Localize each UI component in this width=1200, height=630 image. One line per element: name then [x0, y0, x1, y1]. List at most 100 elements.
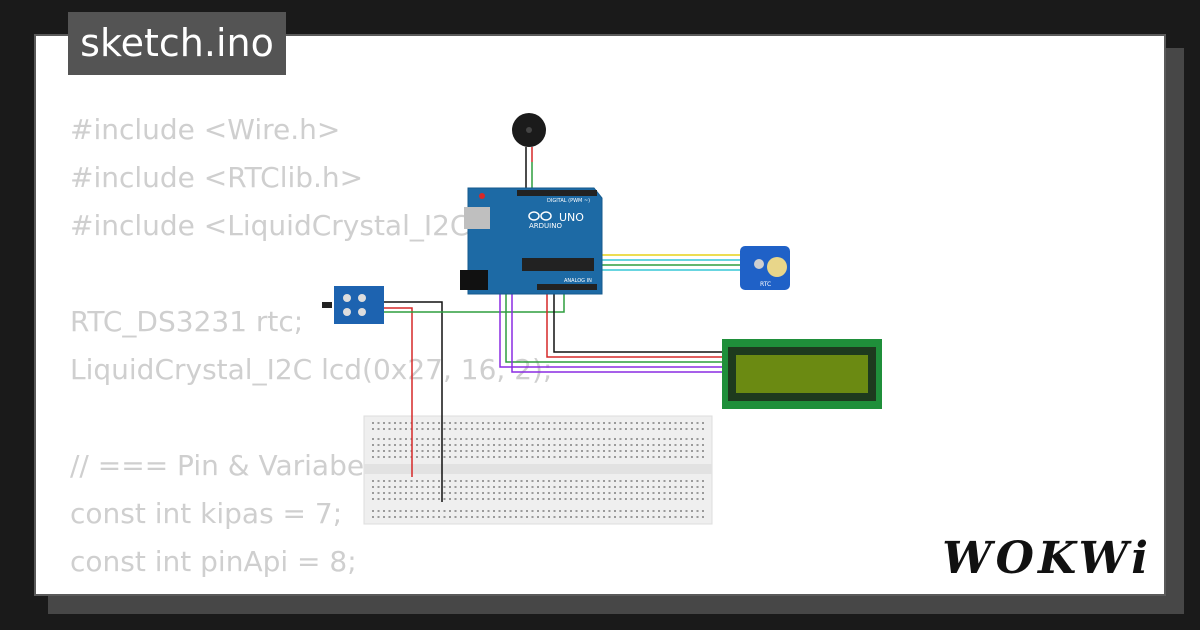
breadboard-hole [537, 492, 539, 494]
breadboard-hole [487, 422, 490, 424]
breadboard-hole [399, 480, 402, 482]
breadboard-hole [460, 486, 462, 488]
breadboard-hole [702, 456, 704, 458]
breadboard-hole [443, 428, 446, 430]
breadboard-hole [427, 492, 429, 494]
breadboard-hole [493, 438, 495, 440]
breadboard-hole [608, 444, 611, 446]
power-jack [460, 270, 488, 290]
breadboard-hole [619, 516, 622, 518]
breadboard-hole [559, 438, 561, 440]
breadboard-hole [526, 516, 528, 518]
breadboard-hole [399, 510, 402, 512]
breadboard-hole [421, 516, 424, 518]
breadboard-hole [498, 516, 501, 518]
arduino-uno-board[interactable]: DIGITAL (PWM ~) ANALOG IN ARDUINO UNO [460, 187, 603, 295]
breadboard-hole [537, 422, 539, 424]
breadboard-hole [592, 422, 594, 424]
breadboard-hole [504, 498, 506, 500]
breadboard-hole [493, 510, 495, 512]
breadboard-hole [674, 480, 677, 482]
breadboard-hole [636, 428, 638, 430]
breadboard-hole [460, 516, 462, 518]
breadboard[interactable] [363, 415, 713, 525]
file-title[interactable]: sketch.ino [68, 12, 286, 75]
breadboard-hole [702, 450, 704, 452]
breadboard-hole [537, 516, 539, 518]
breadboard-hole [603, 492, 605, 494]
breadboard-hole [658, 422, 660, 424]
breadboard-hole [454, 456, 457, 458]
breadboard-hole [658, 480, 660, 482]
breadboard-hole [520, 438, 523, 440]
breadboard-hole [537, 428, 539, 430]
breadboard-hole [482, 450, 484, 452]
rtc-module[interactable]: RTC [740, 246, 790, 290]
reset-button[interactable] [479, 193, 485, 199]
breadboard-hole [372, 510, 374, 512]
breadboard-hole [526, 450, 528, 452]
breadboard-hole [504, 492, 506, 494]
breadboard-hole [476, 456, 479, 458]
breadboard-hole [680, 516, 682, 518]
breadboard-hole [504, 438, 506, 440]
breadboard-hole [575, 516, 578, 518]
breadboard-hole [630, 486, 633, 488]
breadboard-hole [630, 422, 633, 424]
breadboard-hole [553, 516, 556, 518]
breadboard-hole [636, 438, 638, 440]
breadboard-hole [531, 510, 534, 512]
breadboard-hole [405, 444, 407, 446]
breadboard-hole [669, 516, 671, 518]
breadboard-hole [465, 450, 468, 452]
breadboard-hole [641, 510, 644, 512]
breadboard-hole [575, 510, 578, 512]
breadboard-hole [669, 456, 671, 458]
circuit-diagram[interactable]: DIGITAL (PWM ~) ANALOG IN ARDUINO UNO RT… [36, 36, 1166, 596]
breadboard-hole [443, 480, 446, 482]
breadboard-hole [680, 456, 682, 458]
breadboard-hole [531, 422, 534, 424]
breadboard-hole [537, 486, 539, 488]
breadboard-hole [647, 456, 649, 458]
breadboard-hole [570, 450, 572, 452]
breadboard-hole [504, 510, 506, 512]
breadboard-hole [592, 444, 594, 446]
breadboard-hole [548, 516, 550, 518]
breadboard-hole [674, 492, 677, 494]
breadboard-hole [658, 492, 660, 494]
breadboard-hole [520, 480, 523, 482]
breadboard-hole [553, 480, 556, 482]
breadboard-hole [526, 438, 528, 440]
breadboard-hole [449, 516, 451, 518]
breadboard-hole [526, 486, 528, 488]
breadboard-hole [432, 444, 435, 446]
preview-card[interactable]: #include <Wire.h>#include <RTClib.h>#inc… [34, 34, 1166, 596]
breadboard-hole [702, 516, 704, 518]
buzzer[interactable] [512, 113, 546, 190]
breadboard-hole [405, 480, 407, 482]
lcd-display[interactable] [722, 339, 882, 409]
breadboard-hole [597, 422, 600, 424]
breadboard-hole [564, 492, 567, 494]
breadboard-hole [559, 492, 561, 494]
breadboard-hole [581, 516, 583, 518]
breadboard-hole [509, 428, 512, 430]
breadboard-hole [564, 456, 567, 458]
breadboard-hole [641, 428, 644, 430]
breadboard-hole [432, 422, 435, 424]
breadboard-hole [641, 516, 644, 518]
breadboard-hole [619, 492, 622, 494]
breadboard-hole [427, 516, 429, 518]
breadboard-hole [454, 444, 457, 446]
flame-sensor[interactable] [322, 286, 384, 324]
breadboard-hole [377, 480, 380, 482]
breadboard-hole [685, 428, 688, 430]
breadboard-hole [454, 422, 457, 424]
breadboard-hole [597, 444, 600, 446]
breadboard-hole [498, 456, 501, 458]
breadboard-hole [553, 438, 556, 440]
breadboard-hole [482, 422, 484, 424]
breadboard-hole [487, 498, 490, 500]
breadboard-hole [702, 444, 704, 446]
